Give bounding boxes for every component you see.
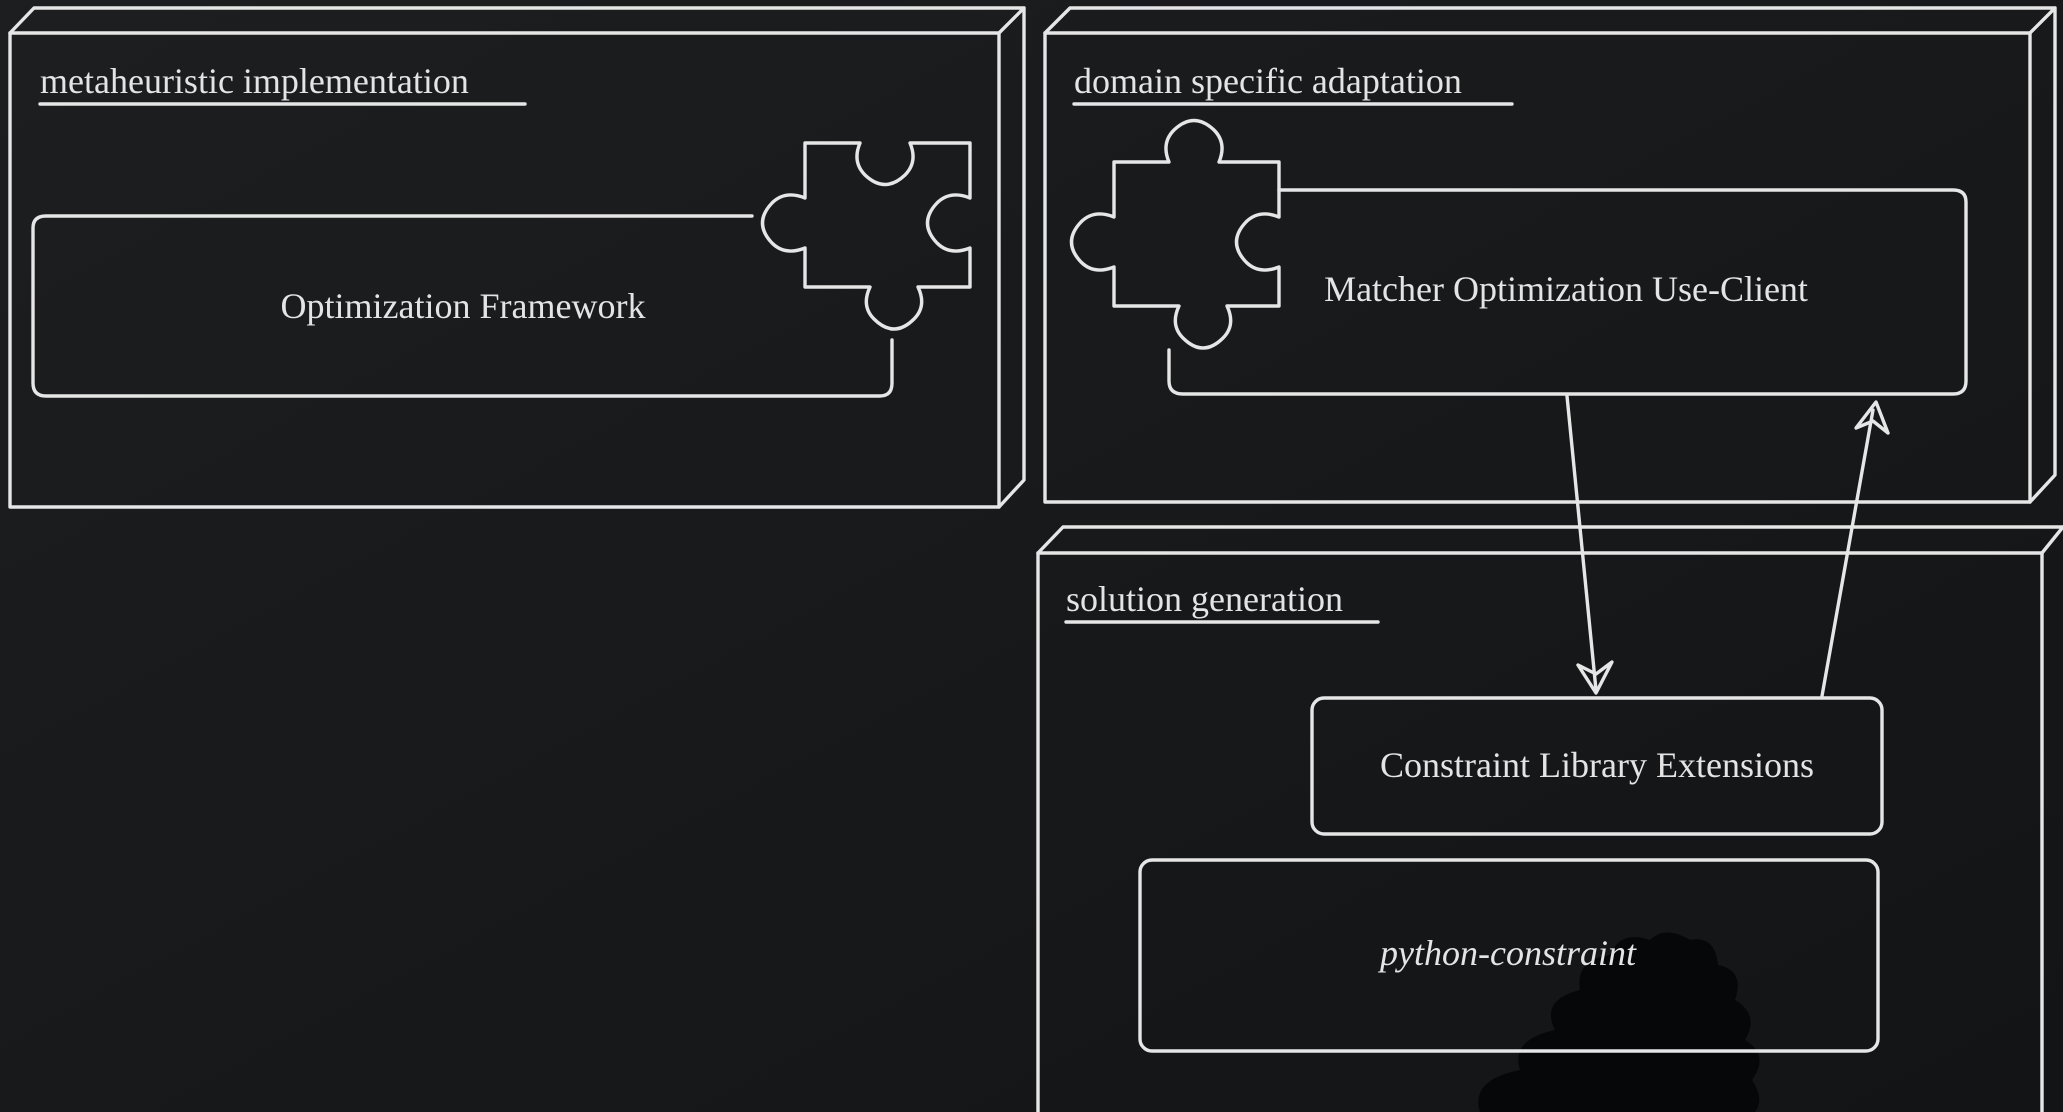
component-body: [31, 214, 894, 398]
component-python-constraint: python-constraint: [1138, 858, 1880, 1053]
package-3d-top: [1043, 6, 2057, 35]
component-optimization-framework: Optimization Framework: [31, 141, 972, 398]
component-body: [1138, 858, 1880, 1053]
package-3d-side: [2040, 525, 2063, 555]
connector-line: [1820, 408, 1875, 698]
component-label: python-constraint: [1377, 933, 1637, 973]
package-title: metaheuristic implementation: [40, 61, 469, 101]
connector-matcher-to-extensions: [1565, 394, 1614, 695]
package-3d-top: [1036, 525, 2063, 555]
component-label: Constraint Library Extensions: [1380, 745, 1814, 785]
package-face: [1043, 31, 2032, 504]
component-matcher-client: Matcher Optimization Use-Client: [1069, 118, 1968, 396]
component-constraint-library-extensions: Constraint Library Extensions: [1310, 696, 1884, 836]
component-body: [1310, 696, 1884, 836]
component-label: Optimization Framework: [281, 286, 646, 326]
tree-silhouette: [1478, 932, 1760, 1112]
package-metaheuristic-implementation: metaheuristic implementation: [8, 6, 1026, 509]
package-face: [1036, 551, 2044, 1112]
package-solution-generation: solution generation: [1036, 525, 2063, 1112]
connector-line: [1565, 394, 1598, 692]
puzzle-icon: [760, 141, 972, 331]
package-domain-specific-adaptation: domain specific adaptation: [1043, 6, 2057, 504]
package-3d-top: [8, 6, 1026, 35]
connector-extensions-to-matcher: [1820, 400, 1890, 698]
component-body: [1167, 188, 1968, 396]
arrowhead: [1576, 660, 1614, 695]
component-label: Matcher Optimization Use-Client: [1324, 269, 1808, 309]
package-title: domain specific adaptation: [1074, 61, 1462, 101]
package-3d-side: [997, 6, 1026, 509]
package-3d-side: [2028, 6, 2057, 504]
package-face: [8, 31, 1001, 509]
package-title: solution generation: [1066, 579, 1343, 619]
puzzle-icon: [1069, 118, 1281, 350]
arrowhead: [1854, 400, 1890, 435]
